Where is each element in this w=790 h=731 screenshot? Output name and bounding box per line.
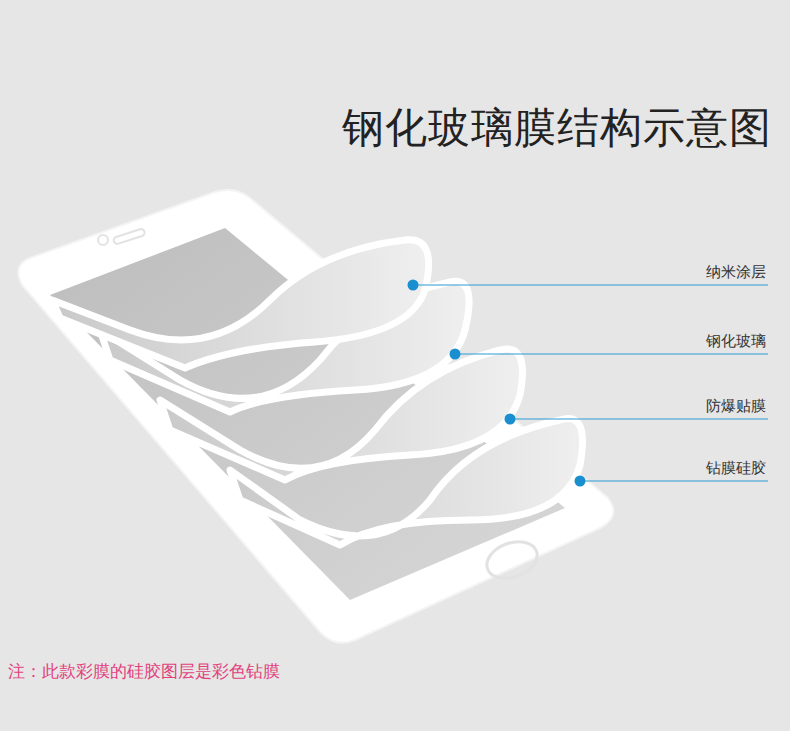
note-text: 注：此款彩膜的硅胶图层是彩色钻膜	[8, 660, 280, 683]
earpiece	[113, 228, 146, 245]
camera	[98, 235, 108, 245]
leader-dots	[408, 280, 586, 487]
layer-label: 防爆贴膜	[706, 397, 766, 416]
diagram-title: 钢化玻璃膜结构示意图	[342, 100, 772, 156]
phone-screen	[50, 228, 565, 600]
layer-label: 纳米涂层	[706, 263, 766, 282]
layer-label: 钻膜硅胶	[706, 459, 766, 478]
phone-body	[18, 190, 613, 643]
layer-label: 钢化玻璃	[706, 332, 766, 351]
home-button	[482, 535, 542, 585]
leader-lines	[413, 285, 768, 481]
